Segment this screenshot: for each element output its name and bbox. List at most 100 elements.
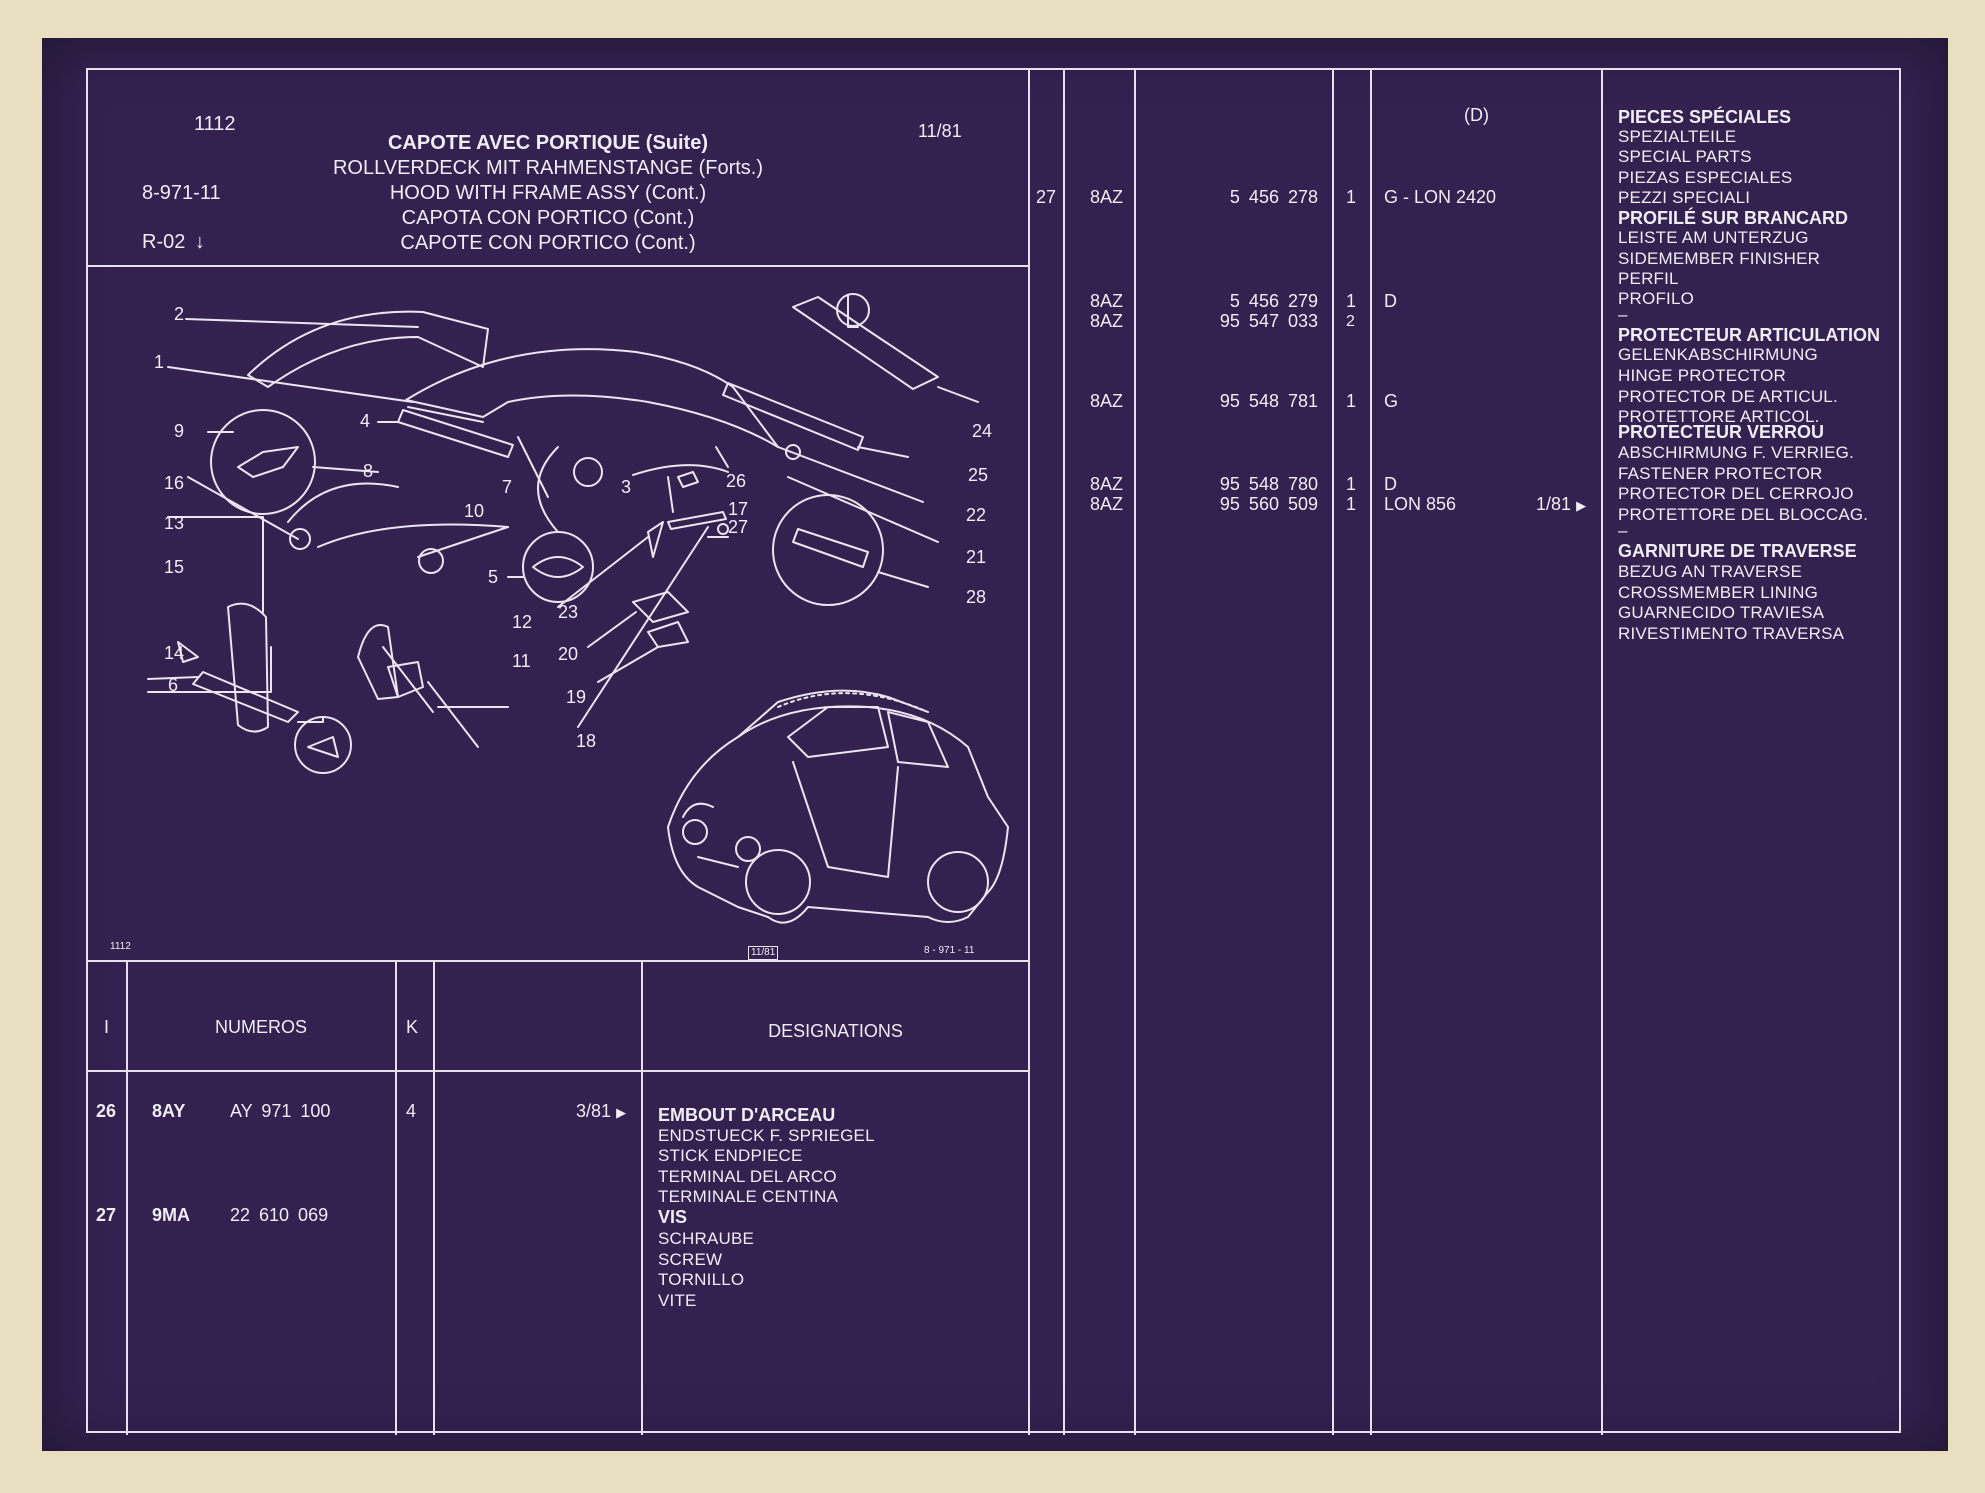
dash-separator: – <box>1618 521 1628 540</box>
row-item: 26 <box>96 1101 117 1121</box>
header-title-fr: CAPOTE AVEC PORTIQUE (Suite) <box>387 132 709 154</box>
designation-line: ABSCHIRMUNG F. VERRIEG. <box>1618 443 1855 462</box>
special-parts-title: PEZZI SPECIALI <box>1618 188 1751 207</box>
col-header-d: (D) <box>1464 105 1489 125</box>
designation-line: PROFILÉ SUR BRANCARD <box>1618 208 1849 228</box>
header-title-it: CAPOTE CON PORTICO (Cont.) <box>400 232 696 254</box>
designation-line: GUARNECIDO TRAVIESA <box>1618 603 1825 622</box>
special-parts-title: SPEZIALTEILE <box>1618 127 1737 146</box>
header-date: 11/81 <box>918 121 962 141</box>
callout-17: 17 <box>728 499 749 519</box>
special-parts-title: PIECES SPÉCIALES <box>1618 107 1792 127</box>
callout-25: 25 <box>968 465 989 485</box>
header-title-en: HOOD WITH FRAME ASSY (Cont.) <box>389 182 707 204</box>
callout-14: 14 <box>164 643 185 663</box>
row-number: 95 548 781 <box>1219 391 1318 411</box>
header-code-rev: R-02 ↓ <box>142 232 205 252</box>
microfiche-slide: 1112 8-971-11 R-02 ↓ 11/81 CAPOTE AVEC P… <box>42 38 1948 1451</box>
row-date-text: 3/81 <box>576 1101 612 1121</box>
down-arrow-icon: ↓ <box>194 231 205 253</box>
row-code: 8AZ <box>1090 494 1124 514</box>
designation-line: EMBOUT D'ARCEAU <box>658 1105 836 1125</box>
designation-line: TORNILLO <box>658 1270 745 1289</box>
col-header-k: K <box>406 1017 419 1037</box>
row-note: D <box>1384 474 1397 494</box>
detail-circle <box>210 409 316 515</box>
designation-line: ENDSTUECK F. SPRIEGEL <box>658 1126 875 1145</box>
row-note: G - LON 2420 <box>1384 187 1497 207</box>
row-qty: 1 <box>1346 187 1357 207</box>
row-code: 8AZ <box>1090 391 1124 411</box>
divider-right-3 <box>1332 70 1334 1435</box>
header-title-es: CAPOTA CON PORTICO (Cont.) <box>401 207 695 229</box>
row-note: G <box>1384 391 1399 411</box>
designation-line: SCREW <box>658 1250 723 1269</box>
designation-line: PROTECTEUR ARTICULATION <box>1618 325 1880 345</box>
designation-line: GELENKABSCHIRMUNG <box>1618 345 1818 364</box>
col-header-i: I <box>104 1017 110 1037</box>
callout-5: 5 <box>488 567 499 587</box>
divider-col-k <box>433 960 435 1435</box>
dash-separator: – <box>1618 305 1628 324</box>
callout-23: 23 <box>558 602 579 622</box>
special-parts-title: PIEZAS ESPECIALES <box>1618 168 1793 187</box>
callout-11: 11 <box>512 651 531 671</box>
row-number: AY 971 100 <box>230 1101 331 1121</box>
row-code: 8AZ <box>1090 187 1124 207</box>
callout-10: 10 <box>464 501 485 521</box>
triangle-icon: ▶ <box>1576 498 1587 513</box>
figure-footer-left: 1112 <box>110 941 131 952</box>
row-number: 5 456 278 <box>1229 187 1318 207</box>
row-date-text: 1/81 <box>1536 494 1572 514</box>
designation-line: PROFILO <box>1618 289 1695 308</box>
designation-line: FASTENER PROTECTOR <box>1618 464 1823 483</box>
divider-right-1 <box>1063 70 1065 1435</box>
designation-line: GARNITURE DE TRAVERSE <box>1618 541 1857 561</box>
designation-line: TERMINAL DEL ARCO <box>658 1167 837 1186</box>
designation-line: SCHRAUBE <box>658 1229 755 1248</box>
row-code: 9MA <box>152 1205 191 1225</box>
callout-13: 13 <box>164 513 185 533</box>
row-code: 8AZ <box>1090 311 1124 331</box>
header-code-group: 1112 <box>194 113 236 135</box>
callout-12: 12 <box>512 612 533 632</box>
col-header-designations: DESIGNATIONS <box>768 1021 903 1041</box>
row-number: 5 456 279 <box>1229 291 1318 311</box>
divider-col-d <box>641 960 643 1435</box>
header-code-ref: 8-971-11 <box>142 182 221 204</box>
header-code-rev-text: R-02 <box>142 231 186 253</box>
callout-8: 8 <box>363 461 374 481</box>
row-qty: 4 <box>406 1101 417 1121</box>
row-number: 95 548 780 <box>1219 474 1318 494</box>
callout-27: 27 <box>728 517 749 537</box>
designation-line: STICK ENDPIECE <box>658 1146 803 1165</box>
designation-line: RIVESTIMENTO TRAVERSA <box>1618 624 1845 643</box>
col-header-numeros: NUMEROS <box>214 1017 307 1037</box>
designation-line: BEZUG AN TRAVERSE <box>1618 562 1803 581</box>
divider-col-i <box>126 960 128 1435</box>
callout-22: 22 <box>966 505 987 525</box>
divider-right-4 <box>1370 70 1372 1435</box>
designation-line: PROTECTOR DEL CERROJO <box>1618 484 1854 503</box>
callout-1: 1 <box>154 352 165 372</box>
callout-18: 18 <box>576 731 597 751</box>
detail-circle <box>772 494 884 606</box>
row-number: 95 547 033 <box>1219 311 1318 331</box>
header-title-de: ROLLVERDECK MIT RAHMENSTANGE (Forts.) <box>332 157 764 179</box>
car-illustration <box>667 689 1009 924</box>
designation-line: VIS <box>658 1207 688 1227</box>
callout-20: 20 <box>558 644 579 664</box>
designation-line: PERFIL <box>1618 269 1679 288</box>
designation-line: HINGE PROTECTOR <box>1618 366 1786 385</box>
row-number: 22 610 069 <box>230 1205 329 1225</box>
designation-line: LEISTE AM UNTERZUG <box>1618 228 1809 247</box>
triangle-icon: ▶ <box>616 1105 627 1120</box>
callout-4: 4 <box>360 411 371 431</box>
row-code: 8AZ <box>1090 474 1124 494</box>
special-parts-title: SPECIAL PARTS <box>1618 147 1752 166</box>
designation-line: PROTETTORE ARTICOL. <box>1618 407 1820 426</box>
row-qty: 1 <box>1346 391 1357 411</box>
divider-figure <box>88 960 1029 962</box>
designation-line: SIDEMEMBER FINISHER <box>1618 249 1821 268</box>
callout-9: 9 <box>174 421 185 441</box>
